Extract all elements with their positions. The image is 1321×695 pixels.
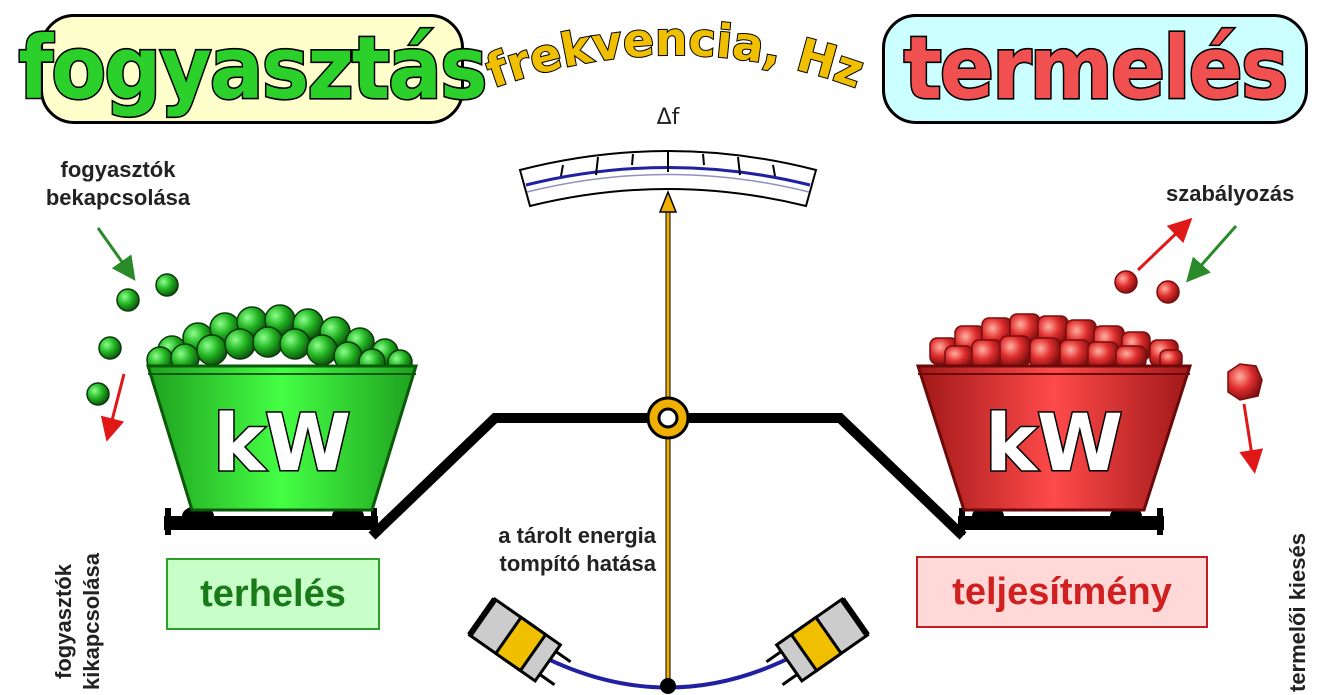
generation-cart: kW [915, 313, 1193, 535]
disconnect-note-line1: fogyasztók [51, 564, 76, 679]
energy-note-line1: a tárolt energia [498, 523, 656, 548]
generation-loss-note: termelői kiesés [1285, 533, 1310, 692]
disconnect-note-line2: kikapcsolása [78, 553, 104, 690]
generator-loss [1227, 363, 1264, 474]
generation-title: termelés [902, 18, 1290, 119]
energy-note-line2: tompító hatása [499, 550, 656, 576]
generation-load-chunks [929, 313, 1183, 369]
frequency-scale [518, 150, 818, 208]
left-damper [467, 596, 572, 686]
frequency-pointer [658, 189, 678, 686]
delta-f-label: Δf [657, 105, 681, 130]
connect-note: fogyasztók bekapcsolása [40, 156, 196, 211]
regulation-note: szabályozás [1166, 181, 1295, 206]
energy-note: a tárolt energia tompító hatása [424, 522, 656, 577]
load-label: terhelés [166, 558, 380, 630]
regulation-arrows [1114, 217, 1238, 304]
generation-title-box: termelés [882, 14, 1308, 124]
frequency-title: frekvencia, Hz [479, 12, 870, 98]
power-label: teljesítmény [916, 556, 1208, 628]
leaving-consumers [86, 336, 126, 442]
disconnect-note: fogyasztók kikapcsolása [50, 553, 105, 690]
connect-note-line1: fogyasztók [60, 157, 176, 182]
incoming-consumers [96, 227, 179, 312]
consumption-cart: kW [145, 304, 419, 535]
consumption-unit: kW [213, 399, 351, 489]
right-damper [765, 596, 870, 686]
generation-unit: kW [985, 399, 1123, 489]
consumption-title-box: fogyasztás [17, 14, 489, 124]
consumption-title: fogyasztás [17, 18, 489, 119]
connect-note-line2: bekapcsolása [45, 184, 191, 210]
